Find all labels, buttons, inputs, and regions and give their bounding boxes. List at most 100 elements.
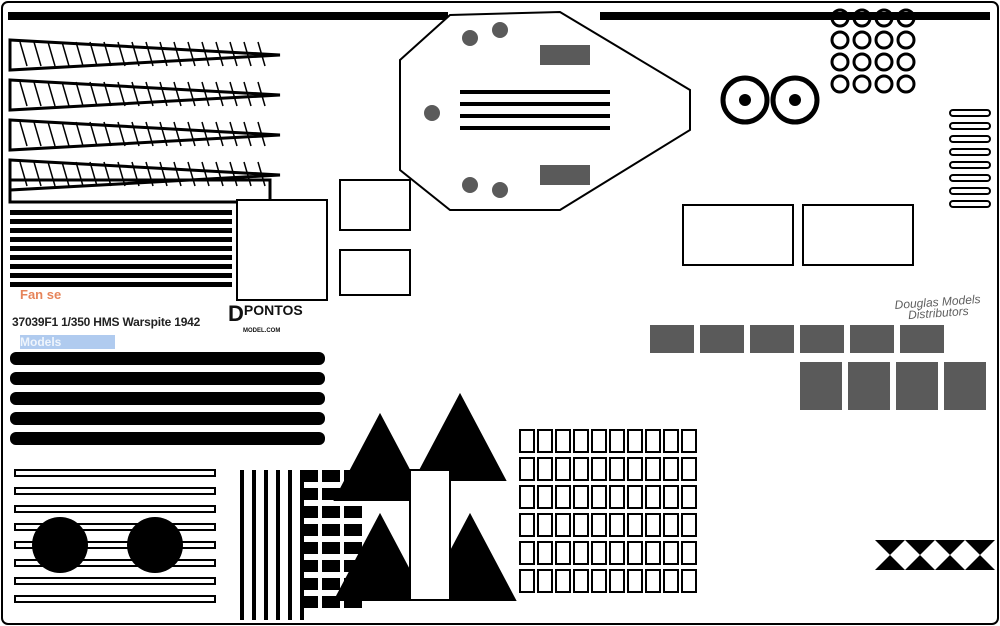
- small-disc: [830, 30, 850, 50]
- small-part: [537, 485, 553, 509]
- small-part: [591, 513, 607, 537]
- half-etch-panel: [800, 325, 844, 353]
- small-part: [663, 485, 679, 509]
- boom-lattice: [243, 41, 252, 67]
- boom-lattice: [257, 41, 266, 67]
- half-etch-panel: [850, 325, 894, 353]
- link-part: [949, 135, 991, 143]
- boom-lattice: [173, 161, 182, 187]
- railing: [10, 273, 232, 278]
- small-disc: [896, 8, 916, 28]
- railing: [10, 264, 232, 269]
- plate: [409, 469, 451, 601]
- ladder-part: [322, 542, 340, 554]
- small-part: [591, 457, 607, 481]
- plate: [236, 199, 328, 301]
- small-part: [591, 485, 607, 509]
- ladder-part: [344, 470, 362, 482]
- small-part: [519, 569, 535, 593]
- link-part: [949, 200, 991, 208]
- ladder-part: [300, 470, 318, 482]
- boom-lattice: [33, 121, 42, 147]
- boom-lattice: [173, 41, 182, 67]
- brand-name: PONTOS: [243, 302, 303, 318]
- boom-lattice: [89, 121, 98, 147]
- boom-lattice: [201, 161, 210, 187]
- small-disc: [874, 52, 894, 72]
- ladder-part: [322, 488, 340, 500]
- wheel: [720, 75, 770, 125]
- rail-part: [14, 469, 216, 477]
- boom-lattice: [243, 81, 252, 107]
- boom: [8, 178, 272, 204]
- boom-lattice: [47, 161, 56, 187]
- boom-lattice: [243, 121, 252, 147]
- ladder-part: [344, 488, 362, 500]
- boom-lattice: [61, 161, 70, 187]
- boom-lattice: [75, 81, 84, 107]
- small-part: [663, 569, 679, 593]
- half-etch-panel: [650, 325, 694, 353]
- boom-lattice: [75, 121, 84, 147]
- small-part: [627, 513, 643, 537]
- small-part: [681, 541, 697, 565]
- boom-lattice: [131, 41, 140, 67]
- boom-lattice: [89, 161, 98, 187]
- boom-lattice: [117, 121, 126, 147]
- small-part: [555, 569, 571, 593]
- boom-lattice: [201, 41, 210, 67]
- small-part: [591, 429, 607, 453]
- small-part: [573, 569, 589, 593]
- small-disc: [830, 8, 850, 28]
- small-part: [555, 429, 571, 453]
- small-part: [681, 513, 697, 537]
- boom-lattice: [19, 161, 28, 187]
- hole: [424, 105, 440, 121]
- small-disc: [874, 74, 894, 94]
- ladder-part: [322, 470, 340, 482]
- ladder-part: [344, 524, 362, 536]
- small-part: [519, 513, 535, 537]
- boom-lattice: [215, 41, 224, 67]
- railing-strip: [10, 412, 325, 425]
- small-disc: [852, 30, 872, 50]
- boom-lattice: [145, 121, 154, 147]
- small-disc: [852, 8, 872, 28]
- small-part: [645, 569, 661, 593]
- small-part: [609, 485, 625, 509]
- small-part: [645, 541, 661, 565]
- railing-strip: [10, 392, 325, 405]
- ladder-part: [300, 596, 318, 608]
- boom-lattice: [229, 81, 238, 107]
- frame-bar: [600, 12, 990, 20]
- ladder-part: [322, 560, 340, 572]
- small-part: [537, 569, 553, 593]
- half-etch-panel: [800, 362, 842, 410]
- small-part: [609, 429, 625, 453]
- boom-lattice: [75, 161, 84, 187]
- small-part: [591, 569, 607, 593]
- boom-lattice: [33, 81, 42, 107]
- small-part: [627, 457, 643, 481]
- small-part: [519, 541, 535, 565]
- boom-lattice: [201, 121, 210, 147]
- boom-lattice: [117, 41, 126, 67]
- boom-lattice: [103, 81, 112, 107]
- rail-part: [14, 559, 216, 567]
- crane-boom: [8, 38, 281, 72]
- small-part: [519, 429, 535, 453]
- boom-lattice: [19, 121, 28, 147]
- boom-lattice: [103, 121, 112, 147]
- link-part: [949, 174, 991, 182]
- railing: [10, 246, 232, 251]
- hole: [462, 177, 478, 193]
- half-etch-panel: [750, 325, 794, 353]
- boom-lattice: [131, 121, 140, 147]
- boom-lattice: [173, 121, 182, 147]
- link-part: [949, 122, 991, 130]
- half-etch-panel: [944, 362, 986, 410]
- small-part: [609, 457, 625, 481]
- deck-detail: [460, 102, 610, 106]
- deck-detail: [460, 126, 610, 130]
